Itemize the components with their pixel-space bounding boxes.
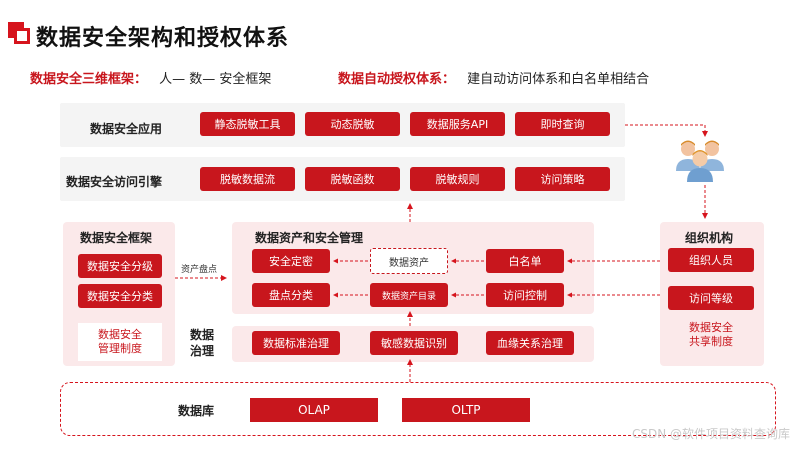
app-layer-label: 数据安全应用 — [90, 122, 163, 136]
sensitive-data-identification: 敏感数据识别 — [370, 331, 458, 355]
lineage-governance: 血缘关系治理 — [486, 331, 574, 355]
subtitle-left: 数据安全三维框架： 人— 数— 安全框架 — [30, 68, 271, 87]
sharing-policy: 数据安全 共享制度 — [689, 320, 733, 348]
masking-function: 脱敏函数 — [305, 167, 400, 191]
auto-auth-label: 数据自动授权体系： — [338, 72, 456, 87]
olap: OLAP — [250, 398, 378, 422]
inventory-classification: 盘点分类 — [252, 283, 330, 307]
access-level: 访问等级 — [668, 286, 754, 310]
auto-auth-value: 建自动访问体系和白名单相结合 — [467, 72, 650, 87]
engine-layer-label: 数据安全访问引擎 — [66, 175, 163, 189]
data-asset: 数据资产 — [370, 248, 448, 274]
subtitle-right: 数据自动授权体系： 建自动访问体系和白名单相结合 — [338, 68, 649, 87]
asset-mgmt-label: 数据资产和安全管理 — [255, 231, 364, 245]
masking-data-flow: 脱敏数据流 — [200, 167, 295, 191]
logo-icon — [8, 22, 30, 44]
instant-query: 即时查询 — [515, 112, 610, 136]
oltp: OLTP — [402, 398, 530, 422]
framework-3d-label: 数据安全三维框架： — [30, 72, 148, 87]
security-classification: 数据安全分类 — [78, 284, 162, 308]
access-control: 访问控制 — [486, 283, 564, 307]
org-label: 组织机构 — [685, 231, 734, 245]
data-standard-governance: 数据标准治理 — [252, 331, 340, 355]
data-service-api: 数据服务API — [410, 112, 505, 136]
dynamic-masking: 动态脱敏 — [305, 112, 400, 136]
database-panel — [60, 382, 776, 436]
masking-rules: 脱敏规则 — [410, 167, 505, 191]
database-label: 数据库 — [178, 404, 215, 418]
security-grading: 数据安全分级 — [78, 254, 162, 278]
page-title: 数据安全架构和授权体系 — [36, 26, 290, 51]
management-policy: 数据安全 管理制度 — [78, 323, 162, 361]
asset-inventory-label: 资产盘点 — [181, 265, 218, 275]
access-policy: 访问策略 — [515, 167, 610, 191]
people-group-icon — [668, 135, 732, 183]
static-masking-tool: 静态脱敏工具 — [200, 112, 295, 136]
governance-label: 数据 治理 — [190, 328, 215, 358]
framework-3d-value: 人— 数— 安全框架 — [159, 72, 272, 87]
org-personnel: 组织人员 — [668, 248, 754, 272]
security-secret-level: 安全定密 — [252, 249, 330, 273]
framework-label: 数据安全框架 — [80, 231, 153, 245]
watermark: CSDN @软件项目资料查询库 — [631, 427, 790, 441]
data-asset-catalog: 数据资产目录 — [370, 283, 448, 307]
whitelist: 白名单 — [486, 249, 564, 273]
